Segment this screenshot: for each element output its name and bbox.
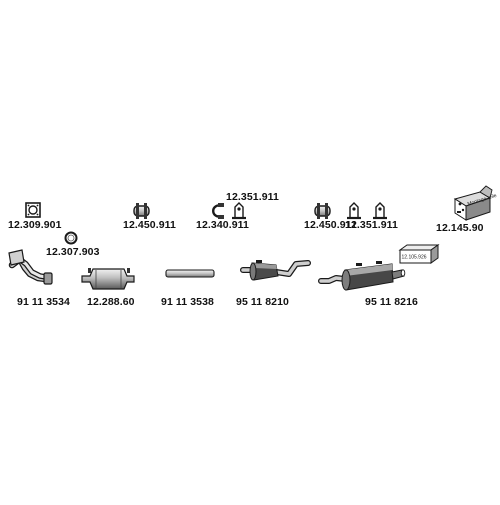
front-pipe-icon [8, 249, 53, 285]
middle-pipe-icon [165, 269, 215, 278]
rear-silencer-icon [318, 261, 406, 291]
gasket-square-icon [25, 202, 41, 218]
part-label-front-pipe: 91 11 3534 [17, 296, 70, 308]
pipe-clamp-icon-2 [314, 203, 331, 219]
rubber-hanger-pair-icon [347, 202, 387, 220]
rubber-hanger-icon [232, 202, 246, 220]
part-label-rear-silencer: 95 11 8216 [365, 296, 418, 308]
u-clamp-icon [212, 203, 224, 219]
montage-parts-crate-icon: Montage-teile [453, 185, 498, 221]
mounting-kit-box-icon: 12.105.926 [398, 244, 440, 264]
part-label-ring-gasket: 12.307.903 [46, 246, 100, 258]
part-label-montage-parts: 12.145.90 [436, 222, 484, 234]
part-label-clamp-left: 12.450.911 [123, 219, 176, 231]
center-silencer-icon [240, 260, 311, 281]
catalytic-converter-icon [81, 268, 135, 290]
part-label-hanger-middle: 12.351.911 [226, 191, 279, 203]
part-label-middle-pipe: 91 11 3538 [161, 296, 214, 308]
part-label-clamp-right: 12.450.911 [304, 219, 357, 231]
kit-box-label: 12.105.926 [402, 255, 427, 261]
ring-gasket-icon [64, 231, 78, 245]
part-label-center-silencer: 95 11 8210 [236, 296, 289, 308]
pipe-clamp-icon [133, 203, 150, 219]
part-label-catalytic-converter: 12.288.60 [87, 296, 135, 308]
part-label-gasket: 12.309.901 [8, 219, 62, 231]
part-label-hangers-right: 12.351.911 [345, 219, 398, 231]
part-label-u-clamp: 12.340.911 [196, 219, 249, 231]
